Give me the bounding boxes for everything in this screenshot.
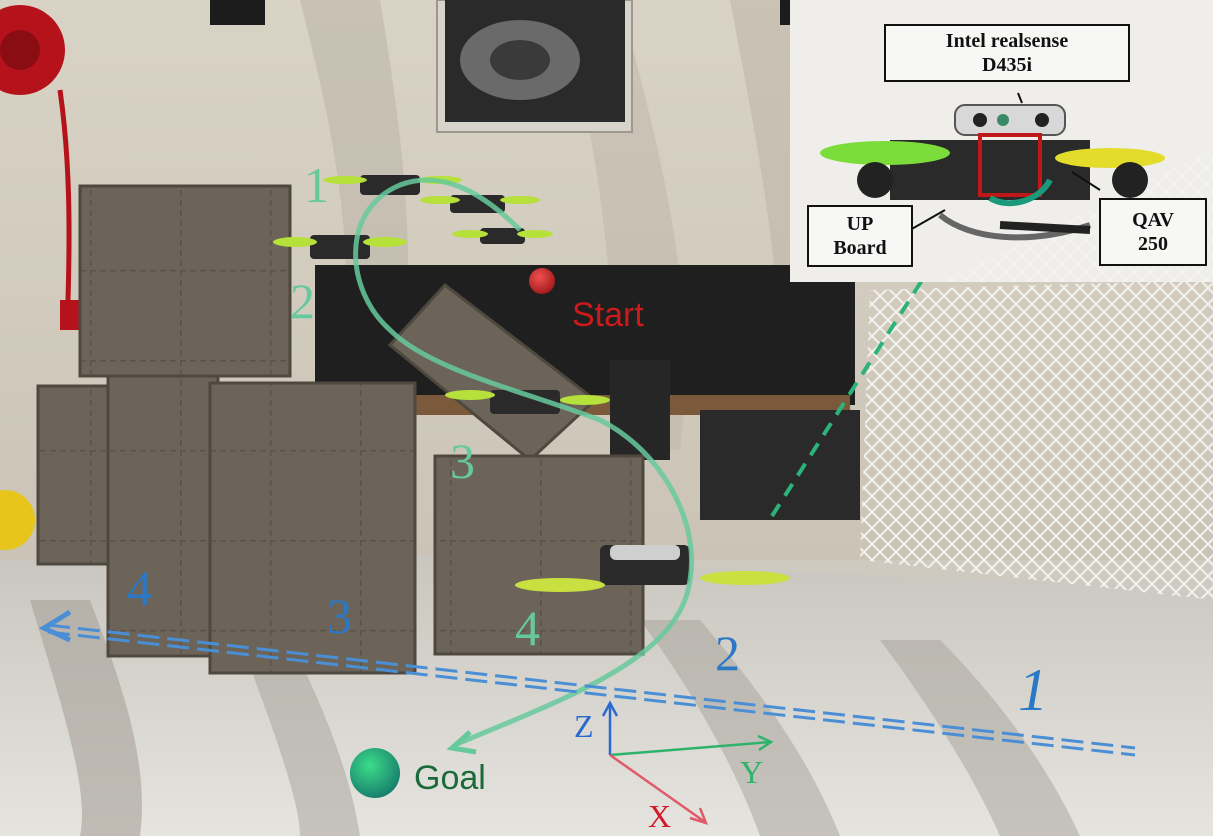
- goal-label: Goal: [414, 759, 486, 797]
- z-axis-label: Z: [574, 708, 594, 744]
- obstacle-boxes: [36, 184, 645, 675]
- camera-callout: Intel realsense D435i: [884, 24, 1130, 82]
- y-axis-label: Y: [740, 754, 764, 790]
- start-marker: [529, 268, 555, 294]
- computer-callout: UP Board: [807, 205, 913, 267]
- start-label: Start: [572, 296, 644, 334]
- reference-line-blue: [47, 623, 1136, 757]
- camera-callout-line1: Intel realsense: [945, 30, 1069, 52]
- drone-hardware-inset: Intel realsense D435i UP Board QAV 250: [790, 0, 1213, 282]
- frame-callout-line1: QAV: [1132, 209, 1174, 231]
- trajectory-label-green-3: 3: [450, 433, 475, 489]
- frame-callout-line2: 250: [1138, 233, 1168, 255]
- safety-net: [860, 280, 1213, 600]
- trajectory-label-green-1: 1: [304, 157, 329, 213]
- x-axis-label: X: [648, 798, 672, 834]
- inset-pointer-line: [770, 250, 942, 518]
- goal-marker: [350, 748, 400, 798]
- computer-callout-line2: Board: [833, 237, 887, 259]
- coordinate-axes: [601, 700, 774, 825]
- flight-trajectory-path: [353, 177, 694, 748]
- trajectory-label-green-2: 2: [290, 273, 315, 329]
- reference-label-blue-4: 4: [127, 560, 152, 616]
- frame-callout: QAV 250: [1099, 198, 1207, 266]
- reference-label-blue-1: 1: [1018, 657, 1048, 723]
- trajectory-label-green-4: 4: [515, 600, 540, 656]
- reference-label-blue-2: 2: [715, 625, 740, 681]
- reference-label-blue-3: 3: [327, 588, 352, 644]
- computer-callout-line1: UP: [846, 213, 874, 235]
- camera-callout-line2: D435i: [982, 54, 1032, 76]
